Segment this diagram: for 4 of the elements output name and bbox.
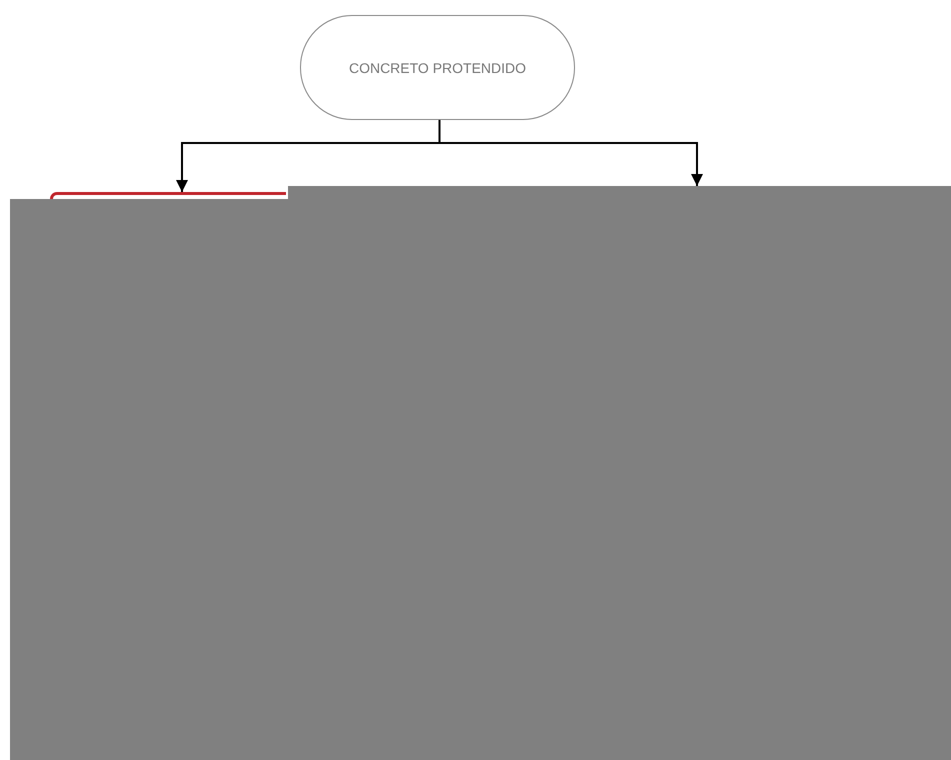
covered-area — [10, 186, 951, 760]
arrow — [438, 120, 703, 186]
node-label: CONCRETO PROTENDIDO — [348, 60, 526, 76]
process-box — [50, 192, 286, 199]
